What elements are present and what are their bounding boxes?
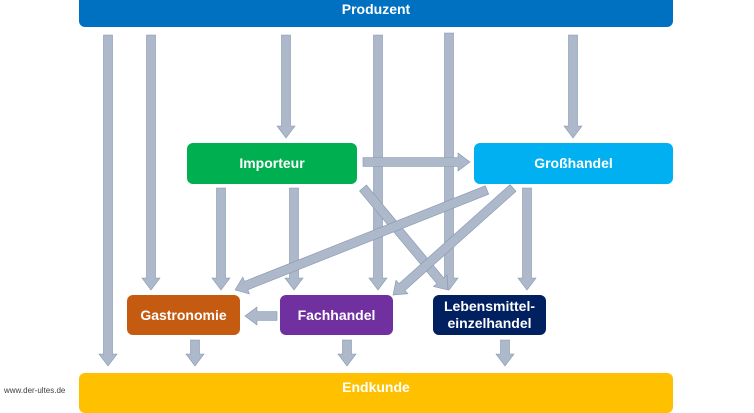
node-lebensmitteleinzelhandel: Lebensmittel- einzelhandel <box>433 295 546 335</box>
arrow-importeur-to-gastronomie <box>211 187 231 291</box>
arrow-lebensmittel-to-endkunde <box>495 339 515 367</box>
source-credit: www.der-ultes.de <box>4 386 66 395</box>
node-importeur: Importeur <box>187 143 357 184</box>
arrow-importeur-to-fachhandel <box>284 187 304 291</box>
arrow-produzent-to-importeur <box>276 34 296 139</box>
node-gastronomie: Gastronomie <box>127 295 240 335</box>
arrow-produzent-to-gastronomie <box>141 34 161 291</box>
arrow-grosshandel-to-gastronomie <box>234 185 490 295</box>
node-fachhandel: Fachhandel <box>280 295 393 335</box>
arrow-produzent-to-endkunde <box>98 34 118 367</box>
arrow-fachhandel-to-endkunde <box>337 339 357 367</box>
node-grosshandel: Großhandel <box>474 143 673 184</box>
arrow-produzent-to-grosshandel <box>563 34 583 139</box>
arrow-grosshandel-to-fachhandel <box>392 184 517 296</box>
node-endkunde: Endkunde <box>79 373 673 413</box>
arrow-grosshandel-to-lebensmittel <box>517 187 537 291</box>
node-produzent: Produzent <box>79 0 673 27</box>
arrow-importeur-to-grosshandel <box>362 152 471 172</box>
arrow-gastronomie-to-endkunde <box>185 339 205 367</box>
arrows-layer <box>98 32 583 367</box>
arrow-fachhandel-to-gastronomie <box>244 306 278 326</box>
